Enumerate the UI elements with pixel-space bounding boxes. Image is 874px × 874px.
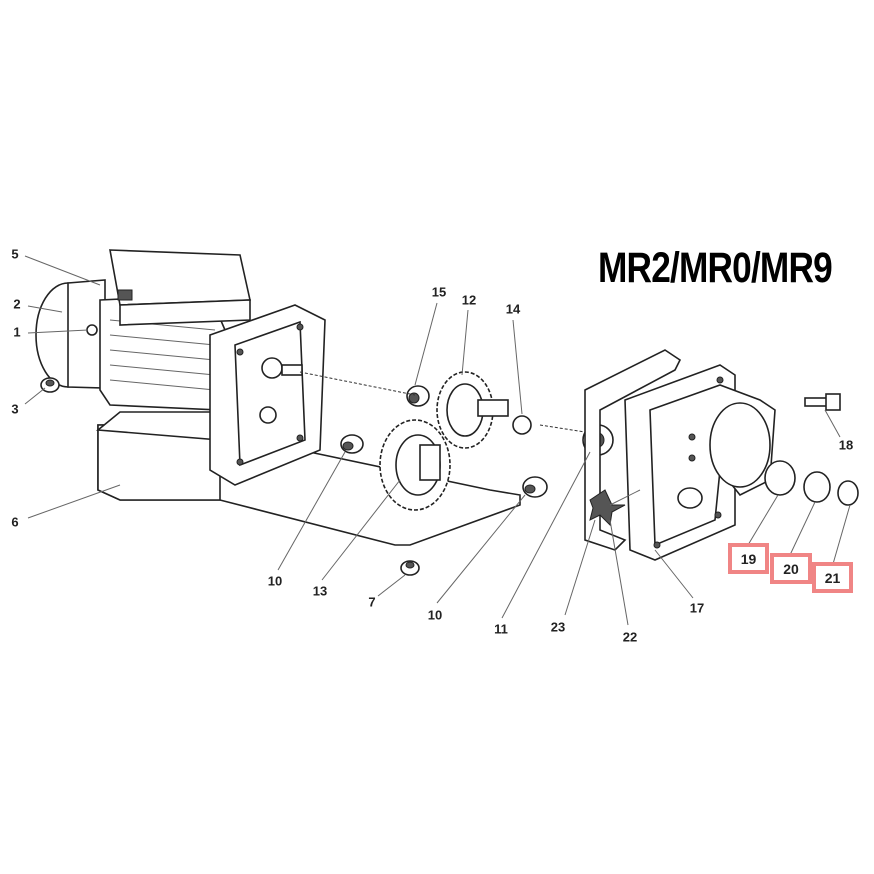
- part-label-17: 17: [689, 600, 705, 616]
- part-label-11: 11: [494, 621, 508, 637]
- nut-3: [40, 377, 60, 393]
- motor-part: [35, 249, 251, 411]
- gearbox-flange-part: [209, 304, 326, 486]
- part-label-22: 22: [622, 629, 638, 645]
- gear-12: [436, 371, 509, 449]
- part-label-3: 3: [11, 401, 19, 417]
- bushing-10b: [522, 476, 548, 498]
- ring-20: [803, 471, 831, 503]
- part-label-15: 15: [431, 284, 447, 300]
- part-label-6: 6: [11, 514, 19, 530]
- base-plate-part: [95, 411, 521, 546]
- screw-18: [804, 393, 841, 411]
- part-label-23: 23: [550, 619, 566, 635]
- model-title: MR2/MR0/MR9: [598, 244, 833, 292]
- nut-7: [400, 560, 420, 576]
- part-label-18: 18: [838, 437, 854, 453]
- leader-lines: [24, 255, 851, 626]
- gasket-22: [584, 349, 682, 551]
- part-label-10b: 10: [427, 607, 443, 623]
- part-label-14: 14: [505, 301, 521, 317]
- knob-23: [589, 489, 641, 527]
- highlighted-label-21: 21: [812, 562, 853, 593]
- circlip-21: [837, 480, 859, 506]
- bushing-10a: [340, 434, 364, 454]
- cover-plate-17: [624, 364, 776, 561]
- part-label-10: 10: [267, 573, 283, 589]
- gear-13: [379, 419, 451, 511]
- disc-14: [512, 415, 532, 435]
- part-label-7: 7: [368, 594, 376, 610]
- part-label-12: 12: [461, 292, 477, 308]
- highlighted-label-19: 19: [728, 543, 769, 574]
- ring-19: [764, 460, 796, 496]
- bushing-15: [406, 385, 430, 407]
- part-label-5: 5: [11, 246, 19, 262]
- part-label-1: 1: [13, 324, 21, 340]
- highlighted-label-20: 20: [770, 553, 812, 584]
- part-label-2: 2: [13, 296, 21, 312]
- part-label-13: 13: [312, 583, 328, 599]
